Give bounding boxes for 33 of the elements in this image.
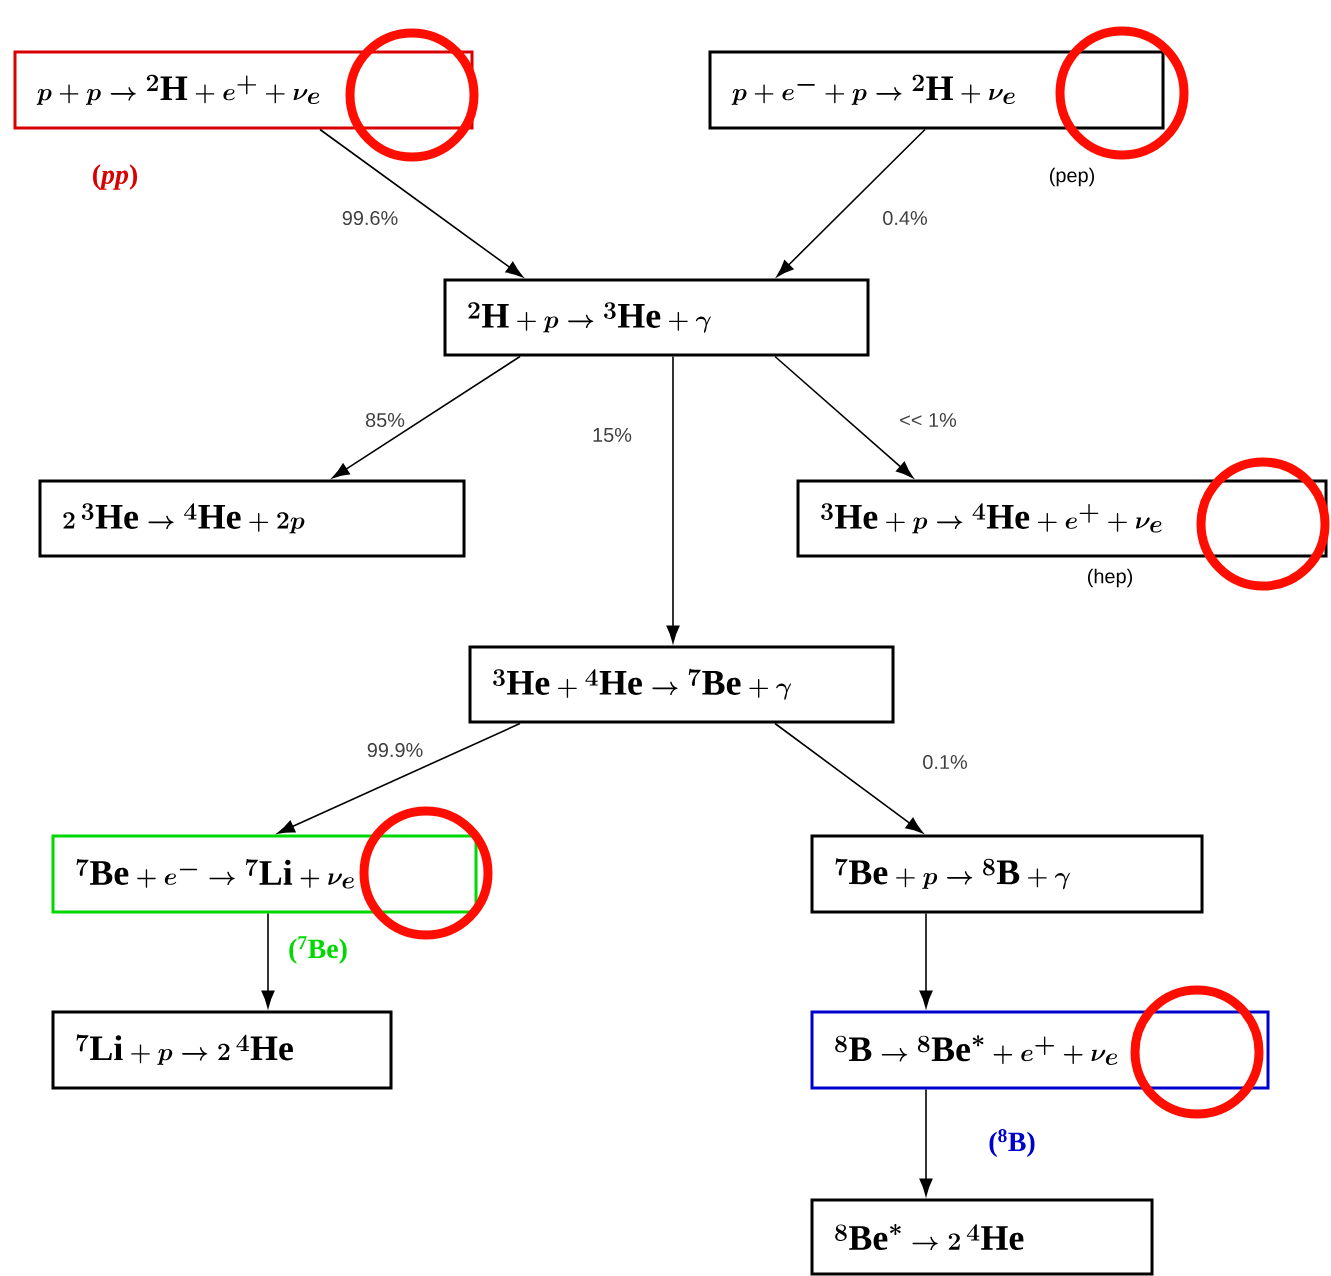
arrow [332,355,521,479]
edge-label: 0.1% [923,754,967,770]
reaction-box: $p + p \rightarrow {}^{2}\mathrm{H} + e^{+} + \nu_{e}$ [13,50,474,130]
arrow [666,355,680,643]
reaction-box: ${}^{7}\mathrm{Be} + e^{-} \rightarrow {}^{7}\mathrm{Li} + \nu_{e}$ [51,834,478,914]
arrow [774,722,923,834]
reaction-box: ${}^{7}\mathrm{Be} + p \rightarrow {}^{8}\mathrm{B} + \gamma$ [810,834,1204,914]
arrow [919,1088,933,1196]
edge-label: 99.9% [367,742,423,758]
reaction-box: $p + e^{-} + p \rightarrow {}^{2}\mathrm{H} + \nu_{e}$ [708,50,1165,130]
edge-label: 15% [593,428,632,442]
reaction-label: (hep) [1088,568,1133,588]
reaction-label: ($^{8}$B) [989,1129,1035,1157]
edge-label: << 1% [900,413,957,427]
reaction-box: $2\,{}^{3}\mathrm{He} \rightarrow {}^{4}\mathrm{He} + 2p$ [38,479,466,558]
reaction-label: (pep) [1050,167,1095,187]
arrow [261,912,275,1008]
reaction-box: ${}^{2}\mathrm{H} + p \rightarrow {}^{3}\mathrm{He} + \gamma$ [443,278,870,357]
reaction-box: ${}^{8}\mathrm{Be}^{*} \rightarrow 2\,{}^{4}\mathrm{He}$ [810,1198,1154,1276]
arrow [277,722,521,834]
arrow [919,912,933,1008]
edge-label: 0.4% [883,210,927,226]
arrow [774,355,914,478]
reaction-box: ${}^{3}\mathrm{He} + {}^{4}\mathrm{He} \rightarrow {}^{7}\mathrm{Be} + \gamma$ [468,645,895,724]
reaction-box: ${}^{8}\mathrm{B} \rightarrow {}^{8}\mathrm{Be}^{*} + e^{+} + \nu_{e}$ [810,1010,1270,1090]
edge-label: 85% [365,412,405,428]
arrow [319,128,523,278]
arrow [776,128,926,277]
reaction-box: ${}^{7}\mathrm{Li} + p \rightarrow 2\,{}^{4}\mathrm{He}$ [51,1010,393,1090]
reaction-box: ${}^{3}\mathrm{He} + p \rightarrow {}^{4}\mathrm{He} + e^{+} + \nu_{e}$ [796,479,1328,558]
reaction-label: (pp) [93,164,137,190]
edge-label: 99.6% [342,210,398,226]
reaction-label: ($^{7}$Be) [289,936,347,964]
